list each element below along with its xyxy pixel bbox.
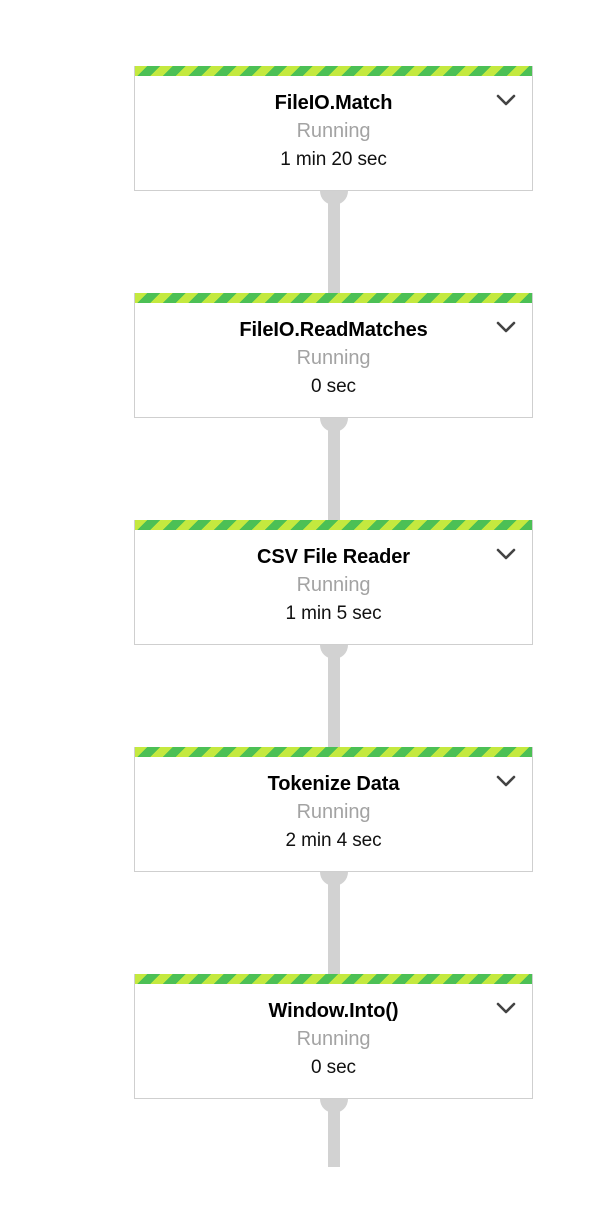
node-title: FileIO.ReadMatches <box>239 319 428 341</box>
connector-bulb <box>319 1099 348 1113</box>
node-expand-toggle[interactable] <box>490 313 522 341</box>
connector-bulb <box>319 645 348 659</box>
chevron-down-icon <box>496 94 516 106</box>
node-status-stripe-running <box>135 747 532 757</box>
connector-bulb <box>319 872 348 886</box>
chevron-down-icon <box>496 548 516 560</box>
node-body: Tokenize Data Running 2 min 4 sec <box>135 757 532 871</box>
pipeline-node[interactable]: Tokenize Data Running 2 min 4 sec <box>134 747 533 872</box>
connector-bulb <box>319 418 348 432</box>
node-expand-toggle[interactable] <box>490 540 522 568</box>
node-body: FileIO.ReadMatches Running 0 sec <box>135 303 532 417</box>
node-state-label: Running <box>296 801 371 823</box>
pipeline-node[interactable]: FileIO.ReadMatches Running 0 sec <box>134 293 533 418</box>
chevron-down-icon <box>496 321 516 333</box>
connector-stem <box>327 418 340 520</box>
connector-stem <box>327 645 340 747</box>
node-state-label: Running <box>296 120 371 142</box>
node-connector <box>134 645 533 747</box>
pipeline-node-list: FileIO.Match Running 1 min 20 sec <box>134 66 533 1167</box>
node-status-stripe-running <box>135 66 532 76</box>
node-status-stripe-running <box>135 520 532 530</box>
node-connector <box>134 191 533 293</box>
connector-stem <box>327 872 340 974</box>
node-title: FileIO.Match <box>274 92 393 114</box>
pipeline-node[interactable]: CSV File Reader Running 1 min 5 sec <box>134 520 533 645</box>
chevron-down-icon <box>496 1002 516 1014</box>
node-status-stripe-running <box>135 974 532 984</box>
node-duration-label: 1 min 20 sec <box>280 149 387 170</box>
node-expand-toggle[interactable] <box>490 767 522 795</box>
pipeline-node[interactable]: FileIO.Match Running 1 min 20 sec <box>134 66 533 191</box>
node-expand-toggle[interactable] <box>490 994 522 1022</box>
node-connector <box>134 872 533 974</box>
node-body: FileIO.Match Running 1 min 20 sec <box>135 76 532 190</box>
connector-stem <box>327 1099 340 1167</box>
node-duration-label: 1 min 5 sec <box>285 603 382 624</box>
node-title: Window.Into() <box>268 1000 399 1022</box>
node-connector <box>134 1099 533 1167</box>
node-state-label: Running <box>296 347 371 369</box>
pipeline-node[interactable]: Window.Into() Running 0 sec <box>134 974 533 1099</box>
node-duration-label: 0 sec <box>311 376 356 397</box>
node-state-label: Running <box>296 574 371 596</box>
node-body: CSV File Reader Running 1 min 5 sec <box>135 530 532 644</box>
node-expand-toggle[interactable] <box>490 86 522 114</box>
node-title: CSV File Reader <box>256 546 410 568</box>
node-title: Tokenize Data <box>267 773 400 795</box>
connector-stem <box>327 191 340 293</box>
node-status-stripe-running <box>135 293 532 303</box>
node-duration-label: 0 sec <box>311 1057 356 1078</box>
node-body: Window.Into() Running 0 sec <box>135 984 532 1098</box>
connector-bulb <box>319 191 348 205</box>
node-state-label: Running <box>296 1028 371 1050</box>
node-connector <box>134 418 533 520</box>
node-duration-label: 2 min 4 sec <box>285 830 382 851</box>
chevron-down-icon <box>496 775 516 787</box>
